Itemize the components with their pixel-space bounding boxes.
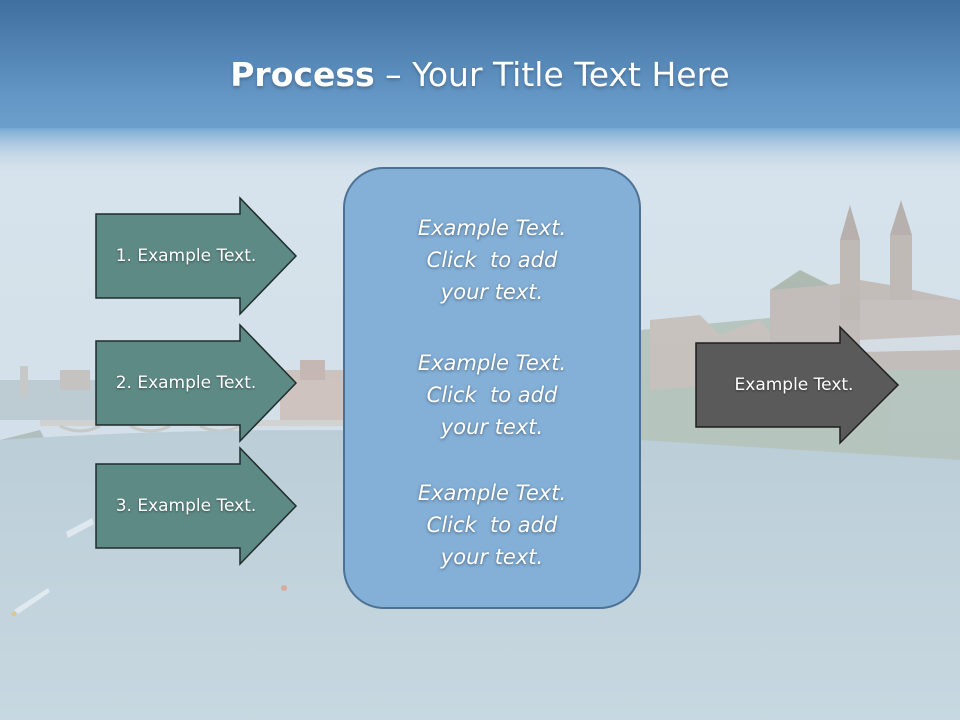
center-text-line: your text. bbox=[440, 280, 544, 304]
center-text-line: Example Text. bbox=[417, 481, 567, 505]
left-arrow-2 bbox=[95, 323, 298, 443]
center-text-line: Example Text. bbox=[417, 351, 567, 375]
title-bold: Process bbox=[230, 55, 375, 94]
left-arrow-2-label[interactable]: 2. Example Text. bbox=[115, 373, 257, 393]
right-arrow-label[interactable]: Example Text. bbox=[734, 375, 854, 395]
center-text-block-2: Example Text. Click to add your text. bbox=[344, 347, 640, 443]
center-text-line: Click to add bbox=[426, 513, 558, 537]
left-arrow-1-label[interactable]: 1. Example Text. bbox=[115, 246, 257, 266]
center-text-line: your text. bbox=[440, 545, 544, 569]
center-box-shape bbox=[343, 167, 641, 609]
center-text-line: your text. bbox=[440, 415, 544, 439]
title-rest: – Your Title Text Here bbox=[374, 55, 730, 94]
left-arrow-1 bbox=[95, 196, 298, 316]
boats bbox=[11, 518, 287, 617]
slide-title[interactable]: Process – Your Title Text Here bbox=[0, 52, 960, 102]
right-arrow bbox=[695, 325, 900, 445]
left-arrow-3-label[interactable]: 3. Example Text. bbox=[115, 496, 257, 516]
center-text-line: Click to add bbox=[426, 383, 558, 407]
center-text-line: Click to add bbox=[426, 248, 558, 272]
center-text-block-3: Example Text. Click to add your text. bbox=[344, 477, 640, 573]
center-text-block-1: Example Text. Click to add your text. bbox=[344, 212, 640, 308]
title-banner bbox=[0, 0, 960, 130]
center-text-line: Example Text. bbox=[417, 216, 567, 240]
center-box[interactable]: Example Text. Click to add your text. Ex… bbox=[344, 168, 640, 608]
left-arrow-3 bbox=[95, 446, 298, 566]
